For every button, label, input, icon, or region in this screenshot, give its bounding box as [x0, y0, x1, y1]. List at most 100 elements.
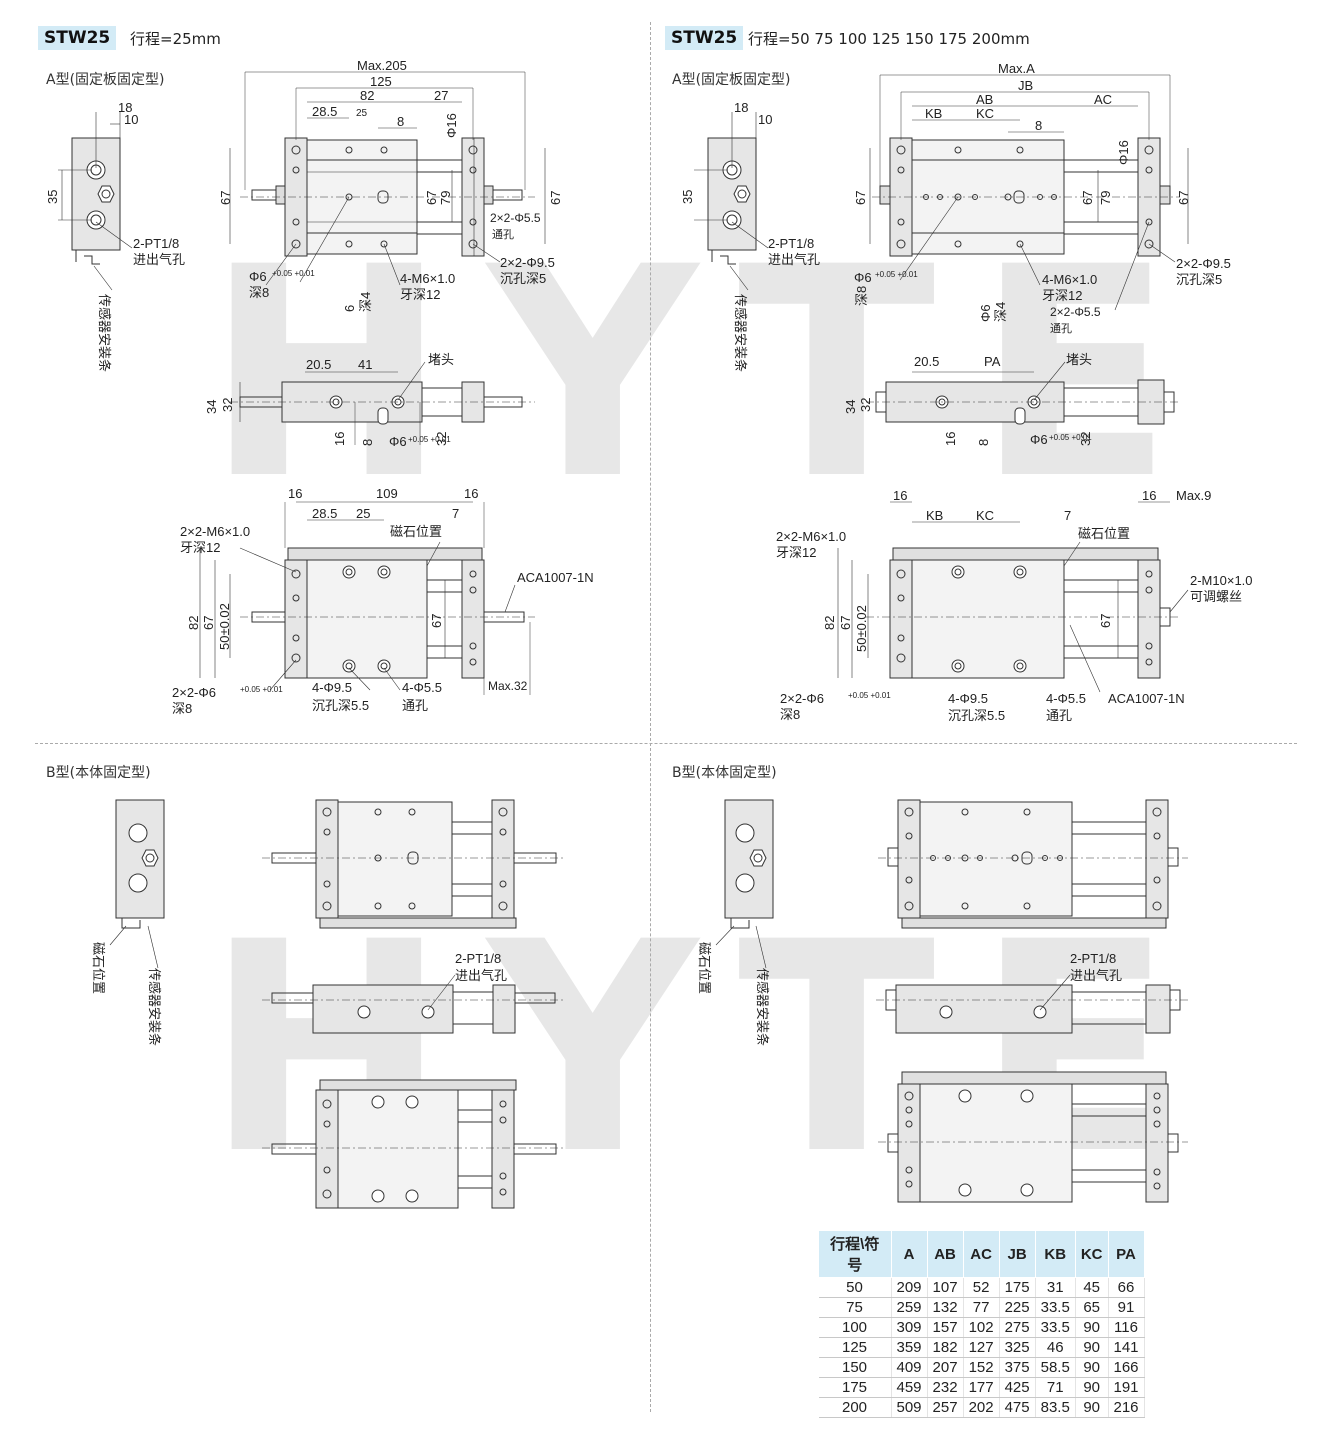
dim-28-5: 28.5: [312, 104, 337, 119]
horizontal-divider: [35, 743, 1297, 744]
table-header-row: 行程\符号 A AB AC JB KB KC PA: [818, 1230, 1145, 1278]
dim-10: 10: [124, 112, 138, 127]
watermark-top: HYTE: [205, 206, 1214, 543]
table-cell: 157: [927, 1317, 964, 1338]
dim-35: 35: [45, 190, 60, 204]
label-cb55: 沉孔深5.5: [312, 698, 369, 713]
table-cell: 90: [1075, 1357, 1109, 1378]
dim-41: 41: [358, 357, 372, 372]
label-adj: 可调螺丝: [1190, 589, 1242, 604]
dim-32-front: 32: [434, 432, 449, 446]
dim-16-b2: 16: [464, 486, 478, 501]
label-hole95: 2×2-Φ9.5: [500, 255, 555, 270]
table-cell: 116: [1108, 1317, 1145, 1338]
vertical-divider: [650, 22, 651, 1412]
label-m6-r: 4-M6×1.0: [1042, 272, 1097, 287]
left-b-bottom-view: [262, 1079, 565, 1209]
label-tooth12-rb: 牙深12: [776, 545, 816, 560]
label-h55-r: 4-Φ5.5: [1046, 691, 1086, 706]
right-b-bottom-view: [878, 1071, 1188, 1203]
label-sensor-lb: 传感器安装条: [147, 968, 162, 1046]
label-inout-lb: 进出气孔: [455, 968, 507, 983]
table-cell: 259: [891, 1297, 928, 1318]
right-a-side-view: [694, 112, 769, 291]
table-cell: 31: [1035, 1277, 1076, 1298]
dim-67-inner: 67: [424, 191, 439, 205]
label-deep8-r: 深8: [854, 286, 869, 306]
dim-KC: KC: [976, 106, 994, 121]
dim-8-r: 8: [1035, 118, 1042, 133]
label-deep4-r: 深4: [993, 302, 1008, 322]
table-cell: 77: [963, 1297, 1000, 1318]
dim-AC: AC: [1094, 92, 1112, 107]
dim-67-right: 67: [548, 191, 563, 205]
label-m6b: 2×2-M6×1.0: [180, 524, 250, 539]
table-header: JB: [998, 1230, 1036, 1278]
dim-27: 27: [434, 88, 448, 103]
left-a-side-view: [58, 112, 133, 291]
dim-16: 16: [332, 432, 347, 446]
label-aca-r: ACA1007-1N: [1108, 691, 1185, 706]
table-cell: 45: [1075, 1277, 1109, 1298]
label-through: 通孔: [492, 228, 514, 241]
table-cell: 459: [891, 1377, 928, 1398]
table-cell: 207: [927, 1357, 964, 1378]
dim-82-rb: 82: [822, 616, 837, 630]
label-deep8: 深8: [249, 285, 269, 300]
dim-82-b: 82: [186, 616, 201, 630]
dim-max9: Max.9: [1176, 488, 1211, 503]
right-a-front-view: [866, 361, 1180, 425]
label-phi6b-r: 2×2-Φ6: [780, 691, 824, 706]
label-tol: +0.05 +0.01: [272, 269, 315, 278]
label-deep8-rb: 深8: [780, 707, 800, 722]
dim-18-r: 18: [734, 100, 748, 115]
table-cell: 232: [927, 1377, 964, 1398]
table-cell: 225: [999, 1297, 1036, 1318]
table-cell: 102: [963, 1317, 1000, 1338]
label-sensor-rb: 传感器安装条: [755, 968, 770, 1046]
table-cell: 125: [818, 1337, 892, 1358]
label-deep8-b: 深8: [172, 701, 192, 716]
table-header: 行程\符号: [818, 1230, 892, 1278]
table-cell: 66: [1108, 1277, 1145, 1298]
left-b-front-view: [262, 974, 565, 1034]
table-header: A: [890, 1230, 928, 1278]
dim-35-r: 35: [680, 190, 695, 204]
table-cell: 90: [1075, 1397, 1109, 1418]
label-phi6-front: Φ6: [389, 434, 407, 449]
label-aca: ACA1007-1N: [517, 570, 594, 585]
label-sensor: 传感器安装条: [97, 294, 112, 372]
label-tol-front: +0.05 +0.01: [408, 435, 451, 444]
dim-67-b-inner: 67: [429, 614, 444, 628]
table-cell: 33.5: [1035, 1297, 1076, 1318]
left-a-front-view: [230, 361, 535, 445]
label-phi6: Φ6: [249, 269, 267, 284]
dim-32-r-front: 32: [1078, 432, 1093, 446]
table-cell: 166: [1108, 1357, 1145, 1378]
label-tooth12-b: 牙深12: [180, 540, 220, 555]
dim-67-rb-inner: 67: [1098, 614, 1113, 628]
label-tol-rb: +0.05 +0.01: [848, 691, 891, 700]
left-model-badge: STW25: [38, 26, 117, 50]
left-stroke: 行程=25mm: [130, 30, 221, 48]
right-a-bottom-view: [837, 501, 1189, 693]
table-cell: 182: [927, 1337, 964, 1358]
label-phi6-r: Φ6: [854, 270, 872, 285]
dim-16-r: 16: [943, 432, 958, 446]
table-cell: 275: [999, 1317, 1036, 1338]
dim-67-rb: 67: [838, 616, 853, 630]
label-hole55-r: 2×2-Φ5.5: [1050, 305, 1101, 319]
label-h95: 4-Φ9.5: [312, 680, 352, 695]
table-cell: 216: [1108, 1397, 1145, 1418]
table-cell: 152: [963, 1357, 1000, 1378]
dim-8-front: 8: [360, 439, 375, 446]
label-tol-r: +0.05 +0.01: [875, 270, 918, 279]
dim-34-r: 34: [843, 400, 858, 414]
dim-KB: KB: [925, 106, 942, 121]
